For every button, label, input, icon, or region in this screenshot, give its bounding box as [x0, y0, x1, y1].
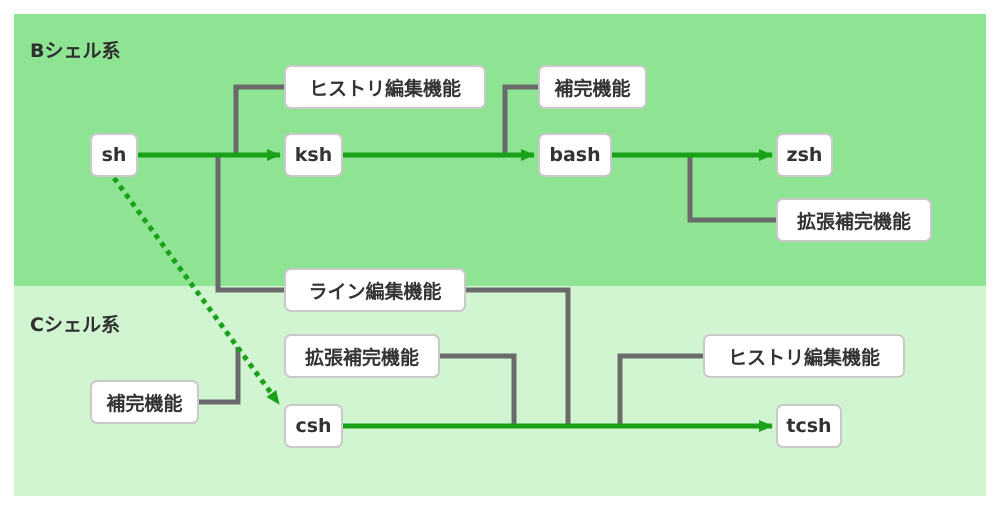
node-ksh: ksh — [284, 133, 343, 177]
tcsh-history-line — [617, 353, 703, 426]
ksh-history-line — [233, 84, 284, 155]
node-zsh: zsh — [776, 133, 833, 177]
node-tcsh-history-edit: ヒストリ編集機能 — [703, 334, 905, 378]
node-ksh-history-edit: ヒストリ編集機能 — [284, 65, 486, 109]
node-bash-completion: 補完機能 — [538, 65, 647, 109]
csh-completion-line — [198, 347, 241, 405]
node-csh: csh — [284, 404, 343, 448]
node-zsh-ext-completion: 拡張補完機能 — [776, 198, 932, 242]
node-bash: bash — [538, 133, 612, 177]
bash-completion-line — [502, 84, 538, 155]
csh-ext-completion-line — [440, 353, 517, 426]
zsh-ext-completion-line — [687, 155, 776, 223]
node-csh-completion: 補完機能 — [90, 380, 199, 424]
cshell-label: Cシェル系 — [30, 314, 120, 336]
sh-to-csh-dotted-arrow — [111, 176, 282, 406]
bshell-label: Bシェル系 — [30, 40, 121, 62]
node-sh: sh — [90, 133, 138, 177]
node-csh-ext-completion: 拡張補完機能 — [284, 334, 440, 378]
node-tcsh: tcsh — [776, 404, 842, 448]
node-line-edit: ライン編集機能 — [284, 268, 466, 312]
